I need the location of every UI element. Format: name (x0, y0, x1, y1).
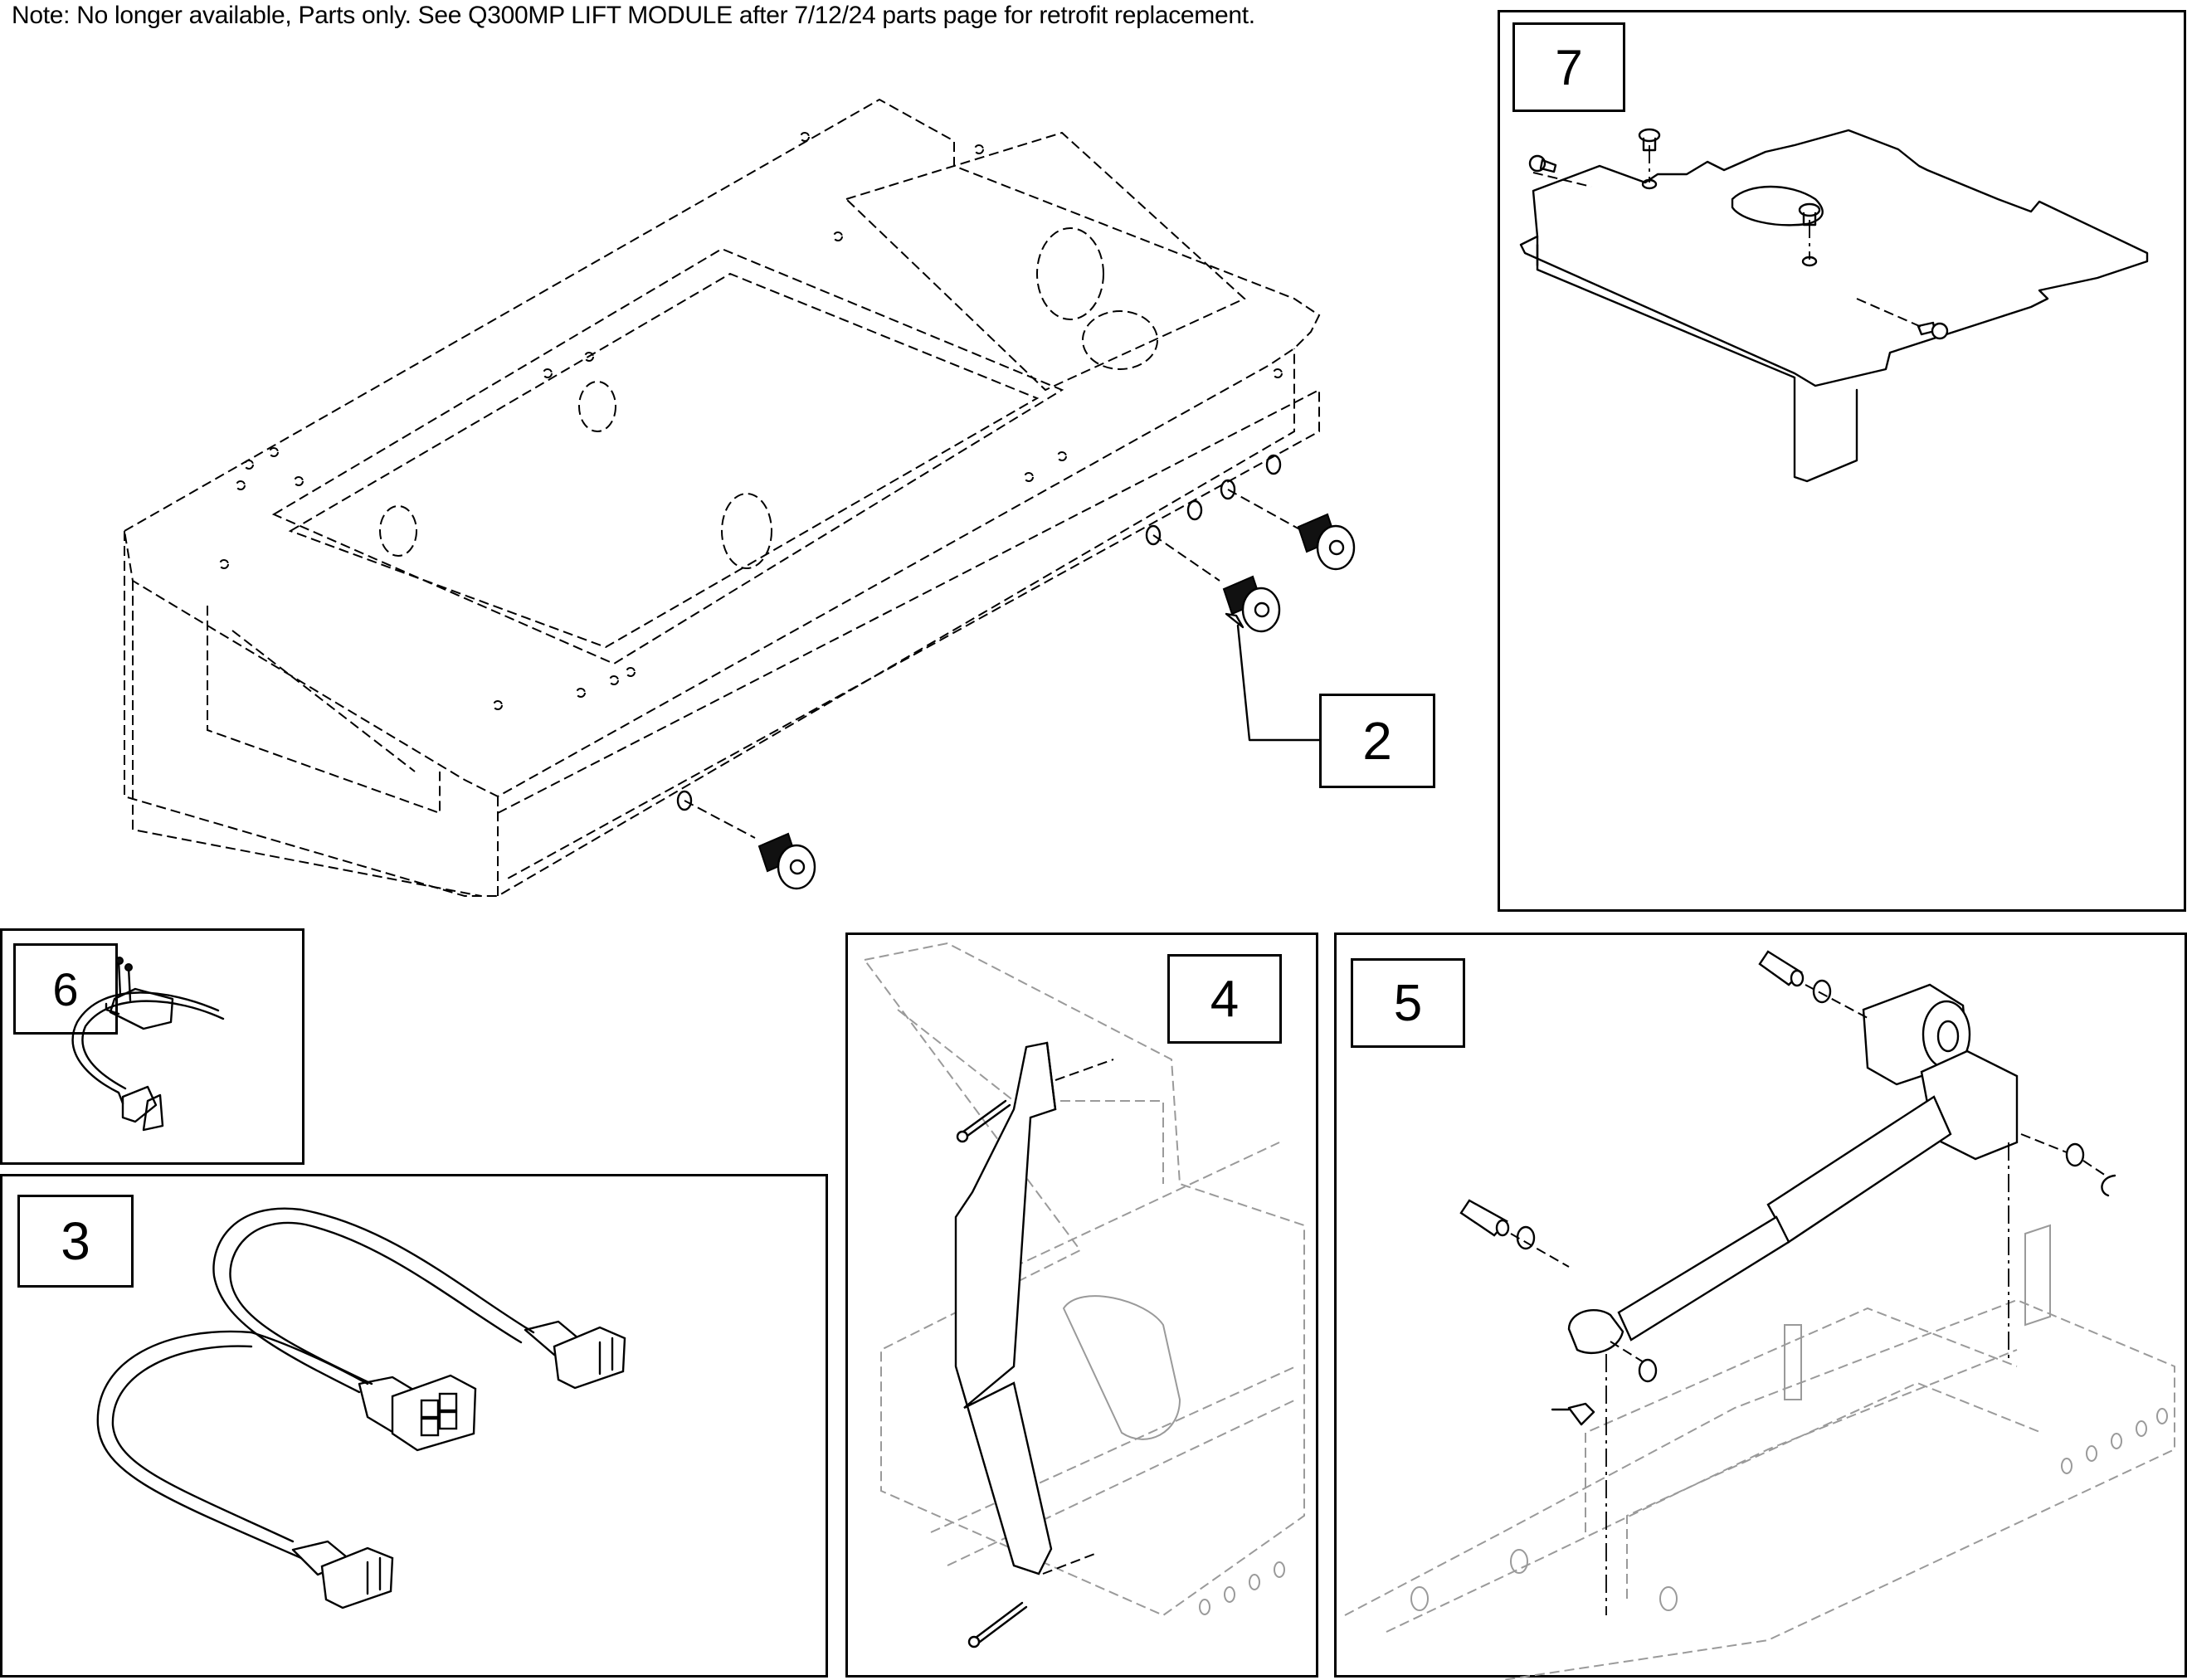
callout-6-label: 6 (52, 962, 79, 1015)
lift-arm-drawing (863, 942, 1305, 1648)
washer-icon (1638, 1358, 1658, 1383)
availability-note: Note: No longer available, Parts only. S… (12, 2, 1255, 29)
lift-module-frame-drawing (123, 98, 1321, 897)
callout-3: 3 (17, 1195, 134, 1288)
screw-icon (1638, 128, 1661, 152)
screw-icon (1798, 202, 1821, 226)
callout-2-leader-line (1225, 612, 1322, 742)
e-clip-icon (2101, 1174, 2116, 1197)
panel-item-5: 5 (1334, 933, 2187, 1680)
clevis-pin-icon (1459, 1199, 1510, 1237)
screw-icon (1917, 321, 1949, 340)
cover-plate-drawing (1519, 129, 2149, 483)
callout-5-label: 5 (1393, 974, 1423, 1032)
callout-2: 2 (1319, 694, 1435, 788)
clevis-pin-icon (1758, 950, 1805, 987)
panel-item-6: 6 (0, 928, 304, 1165)
callout-4-label: 4 (1210, 970, 1240, 1028)
screw-icon (1528, 154, 1557, 173)
callout-2-label: 2 (1362, 711, 1392, 771)
callout-6: 6 (13, 943, 118, 1035)
callout-5: 5 (1351, 958, 1465, 1048)
washer-icon (1812, 979, 1832, 1004)
callout-3-label: 3 (61, 1211, 90, 1271)
connector-plug-icon (291, 1540, 394, 1609)
six-pin-connector-icon (358, 1374, 477, 1452)
y-cable-harness-drawing (96, 1207, 626, 1609)
limit-switch-harness-drawing (71, 957, 225, 1132)
panel-item-7: 7 (1498, 10, 2186, 912)
linear-actuator-drawing (1344, 950, 2175, 1680)
pin-icon (956, 1099, 1011, 1143)
callout-4: 4 (1167, 954, 1282, 1044)
pin-icon (967, 1601, 1028, 1648)
shoulder-screw-icon (757, 832, 816, 890)
shoulder-screw-icon (1297, 513, 1356, 571)
shoulder-screw-icon (1222, 575, 1281, 633)
callout-7-label: 7 (1555, 39, 1583, 95)
callout-7: 7 (1512, 22, 1625, 112)
e-clip-icon (2065, 1142, 2085, 1167)
panel-item-4: 4 (845, 933, 1318, 1678)
panel-item-3: 3 (0, 1174, 828, 1678)
connector-plug-icon (524, 1320, 626, 1390)
